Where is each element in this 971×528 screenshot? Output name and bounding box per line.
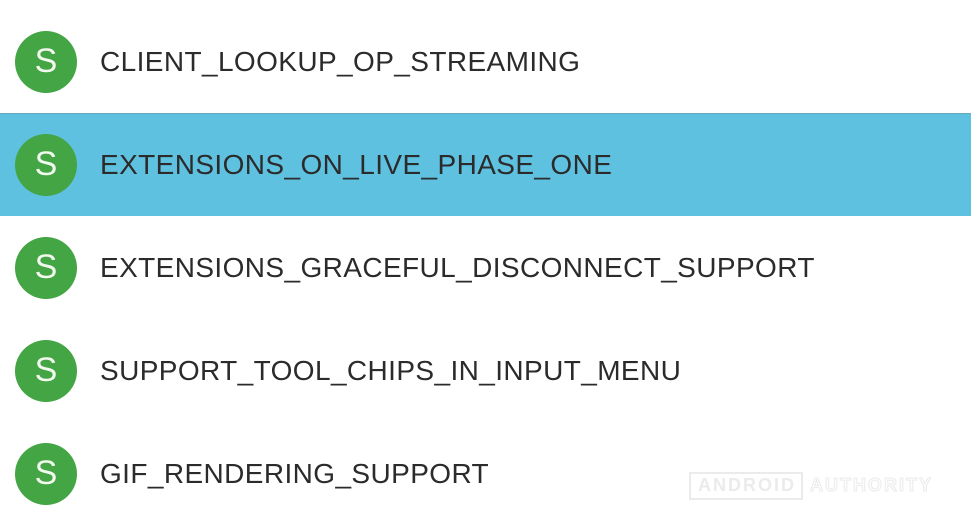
avatar-letter: S xyxy=(34,145,58,183)
flag-avatar: S xyxy=(15,339,77,402)
flag-avatar: S xyxy=(15,442,77,505)
flag-label: GIF_RENDERING_SUPPORT xyxy=(100,457,490,489)
list-item[interactable]: S SUPPORT_TOOL_CHIPS_IN_INPUT_MENU xyxy=(0,319,971,422)
flag-avatar: S xyxy=(15,30,77,93)
flag-avatar: S xyxy=(15,134,77,196)
avatar-letter: S xyxy=(34,41,58,80)
list-item[interactable]: S EXTENSIONS_ON_LIVE_PHASE_ONE xyxy=(0,113,971,216)
flag-label: CLIENT_LOOKUP_OP_STREAMING xyxy=(100,45,581,77)
list-item[interactable]: S CLIENT_LOOKUP_OP_STREAMING xyxy=(0,10,971,113)
list-item[interactable]: S GIF_RENDERING_SUPPORT xyxy=(0,422,971,525)
avatar-letter: S xyxy=(34,350,58,389)
flag-label: EXTENSIONS_GRACEFUL_DISCONNECT_SUPPORT xyxy=(100,251,815,283)
flag-label: EXTENSIONS_ON_LIVE_PHASE_ONE xyxy=(100,149,613,180)
avatar-letter: S xyxy=(34,453,58,492)
list-item[interactable]: S EXTENSIONS_GRACEFUL_DISCONNECT_SUPPORT xyxy=(0,216,971,319)
flag-label: SUPPORT_TOOL_CHIPS_IN_INPUT_MENU xyxy=(100,354,682,386)
avatar-letter: S xyxy=(34,247,58,286)
flag-avatar: S xyxy=(15,236,77,299)
